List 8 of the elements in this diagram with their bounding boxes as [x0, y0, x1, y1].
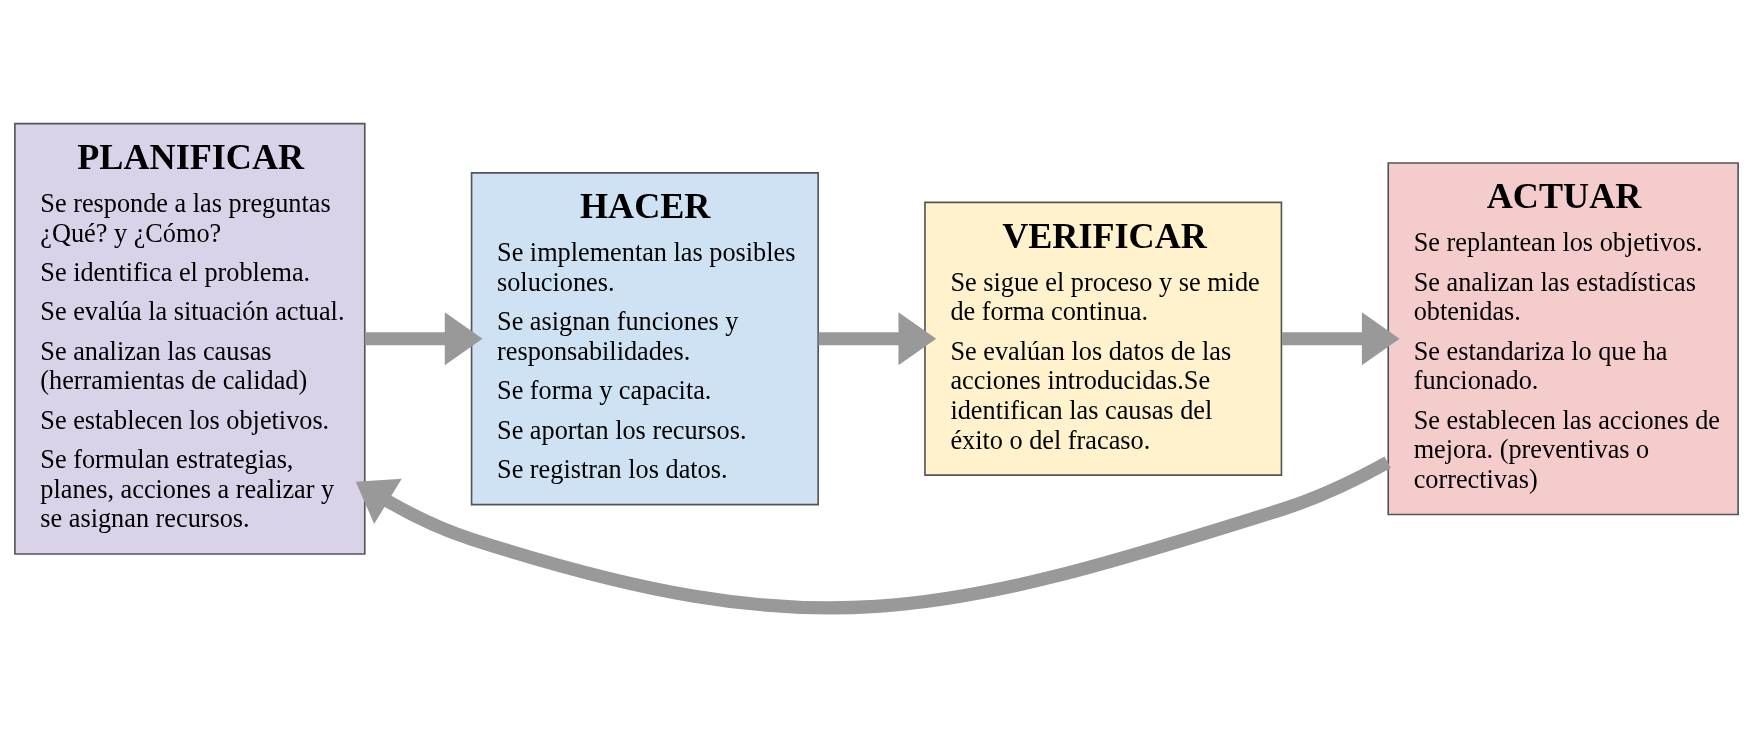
- node-box: ACTUAR Se replantean los objetivos. Se analizan las estadísticas obtenidas. Se estandariza lo que ha funcionado. Se establecen las acciones de mejora. (preventivas o correctivas): [1387, 162, 1739, 516]
- node-box: VERIFICAR Se sigue el proceso y se mide de forma continua. Se evalúan los datos de las acciones introducidas.Se identifican las causas del éxito o del fracaso.: [924, 201, 1283, 476]
- node-box: PLANIFICAR Se responde a las preguntas ¿Qué? y ¿Cómo? Se identifica el problema. Se evalúa la situación actual. Se analizan las causas (herramientas de calidad) Se establecen los objetivos. Se formulan estrategias, planes, acciones a realizar y se asignan recursos.: [14, 122, 366, 555]
- node-box: HACER Se implementan las posibles soluciones. Se asignan funciones y responsabilidades. Se forma y capacita. Se aportan los recursos. Se registran los datos.: [470, 172, 819, 506]
- arrow: [355, 456, 1391, 615]
- arrow: [364, 312, 483, 366]
- arrow: [818, 312, 937, 366]
- arrow: [1282, 312, 1400, 366]
